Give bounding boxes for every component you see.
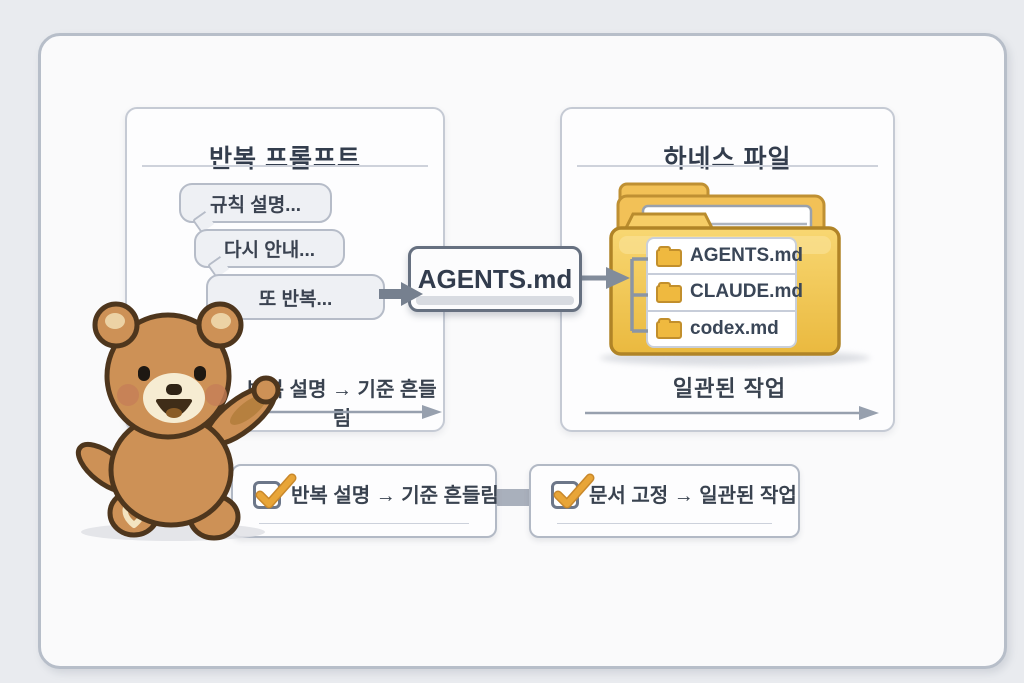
right-caption: 일관된 작업 — [672, 376, 787, 401]
checklist-divider — [557, 523, 772, 524]
file-name: CLAUDE.md — [690, 281, 803, 303]
checkbox-checked-icon — [551, 473, 595, 509]
speech-bubble-2: 다시 안내... — [194, 229, 345, 268]
right-flow-arrow-icon — [585, 406, 879, 420]
checklist-left-label: 반복 설명 → 기준 흔들림 — [291, 485, 499, 507]
agents-md-label: AGENTS.md — [417, 263, 573, 294]
folder-icon — [656, 318, 682, 340]
file-name: codex.md — [690, 317, 779, 339]
right-panel-title: 하네스 파일 — [663, 144, 792, 173]
file-name: AGENTS.md — [690, 245, 803, 267]
speech-bubble-1-text: 규칙 설명... — [209, 194, 302, 216]
checklist-right: 문서 고정 → 일관된 작업 — [529, 464, 800, 538]
file-row-agents: AGENTS.md — [648, 239, 803, 276]
folder-icon — [656, 245, 682, 267]
speech-bubble-1: 규칙 설명... — [179, 183, 332, 223]
checkbox-checked-icon — [253, 473, 297, 509]
file-row-codex: codex.md — [648, 312, 795, 346]
right-panel-divider — [577, 165, 878, 167]
speech-bubble-3-text: 또 반복... — [258, 288, 333, 310]
file-list: AGENTS.md CLAUDE.md codex.md — [646, 237, 803, 348]
bear-mascot-icon — [75, 301, 281, 541]
checklist-right-label: 문서 고정 → 일관된 작업 — [589, 485, 797, 507]
speech-bubble-2-text: 다시 안내... — [223, 240, 316, 261]
arrow-into-box-icon — [379, 282, 423, 306]
checklist-left: 반복 설명 → 기준 흔들림 — [231, 464, 499, 538]
bracket-connector-icon — [578, 257, 648, 333]
folder-icon — [656, 281, 682, 303]
checklist-connector — [495, 489, 532, 506]
left-panel-title: 반복 프롬프트 — [209, 144, 361, 173]
left-caption: 반복 설명 → 기준 흔들림 — [247, 379, 437, 430]
left-panel-divider — [142, 165, 428, 167]
checklist-divider — [259, 523, 469, 524]
left-flow-arrow-icon — [250, 405, 442, 419]
agents-md-box: AGENTS.md — [408, 246, 582, 312]
file-row-claude: CLAUDE.md — [648, 275, 803, 312]
